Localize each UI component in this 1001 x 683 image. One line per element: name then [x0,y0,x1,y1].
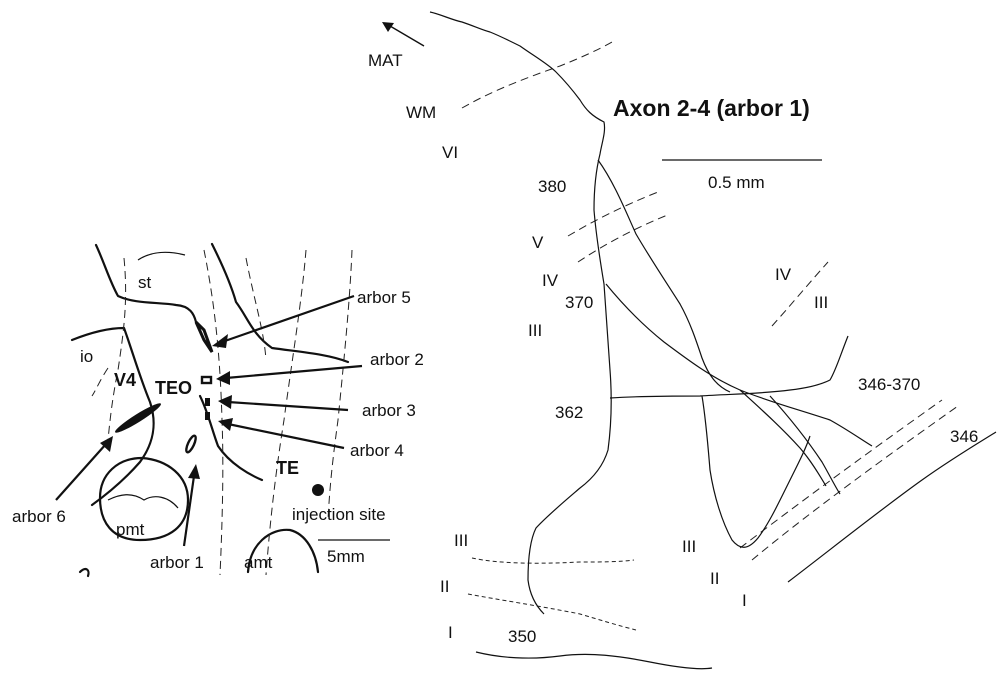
axon-branch-5 [769,395,841,495]
boundary-dashed-3 [245,257,267,361]
section-346-370: 346-370 [858,375,920,394]
label-arbor-3: arbor 3 [362,401,416,420]
arrow-arbor-1 [182,475,196,547]
layer-boundary-iv-iii-r [771,261,829,327]
figure-title: Axon 2-4 (arbor 1) [613,95,810,121]
sulcus-teo-outline [210,242,350,364]
brain-map-panel: 5mm st io V4 TEO TE pmt amt arbor 5 arbo… [12,242,424,578]
label-arbor-4: arbor 4 [350,441,404,460]
axon-branch-2 [609,335,849,399]
arbor-4-marker [205,412,210,420]
layer-i-bottom-right: I [742,591,747,610]
layer-ii-bottom-right: II [710,569,719,588]
boundary-dashed-4 [265,249,307,576]
layer-iii-bottom-left: III [454,531,468,550]
layer-boundary-wm [461,41,613,109]
sulcus-st-upper [137,251,186,261]
arrow-arbor-5 [221,294,355,344]
layer-boundary-vi-v [567,191,659,237]
axon-branch-4 [739,389,827,487]
scale-label-right: 0.5 mm [708,173,765,192]
arbor-6-marker [115,403,161,433]
section-350: 350 [508,627,536,646]
edge-mark [78,567,90,578]
arrow-arbor-3 [227,400,349,412]
label-arbor-6: arbor 6 [12,507,66,526]
label-arbor-5: arbor 5 [357,288,411,307]
orientation-arrow [389,25,425,47]
region-io: io [80,347,93,366]
layer-iii: III [528,321,542,340]
layer-ii-bottom-left: II [440,577,449,596]
injection-site-marker [312,484,324,496]
layer-iii-bottom-right: III [682,537,696,556]
region-amt: amt [244,553,273,572]
layer-boundary-r1 [739,399,943,549]
sulcus-pmt-inner [107,494,179,509]
sulcus-st-outline [94,243,198,324]
arrow-arbor-4 [227,422,345,450]
layer-wm: WM [406,103,436,122]
region-st: st [138,273,152,292]
layer-boundary-v-iv [577,213,671,263]
layer-i-bottom-left: I [448,623,453,642]
axon-reconstruction-panel: Axon 2-4 (arbor 1) 0.5 mm MAT WM [368,11,997,670]
label-injection-site: injection site [292,505,386,524]
section-380: 380 [538,177,566,196]
arbor-3-marker [205,398,210,406]
region-v4: V4 [114,370,136,390]
sulcus-pmt-outline [98,456,190,542]
sulcus-teo-inner [198,394,264,482]
arrows [55,294,363,547]
sulcus-io-outline [70,326,155,507]
layer-boundary-r2 [751,405,959,561]
boundary-dashed-1 [107,257,127,441]
section-370: 370 [565,293,593,312]
boundary-dashed-2 [203,249,224,576]
scale-label-left: 5mm [327,547,365,566]
arrow-arbor-2 [225,364,363,380]
section-362: 362 [555,403,583,422]
orientation-label: MAT [368,51,403,70]
boundary-dashed-6 [91,367,109,397]
section-346: 346 [950,427,978,446]
region-teo: TEO [155,378,192,398]
layer-vi: VI [442,143,458,162]
axon-branch-1 [597,159,731,393]
layer-v: V [532,233,544,252]
axon-trunk [429,11,612,615]
arbor-1-marker [185,434,197,454]
label-arbor-1: arbor 1 [150,553,204,572]
region-pmt: pmt [116,520,145,539]
layer-boundary-iii-ii [471,557,635,564]
region-te: TE [276,458,299,478]
layer-iii-right: III [814,293,828,312]
layer-iv: IV [542,271,559,290]
boundary-dashed-5 [327,249,353,521]
arbor-2-marker [200,375,213,385]
layer-iv-right: IV [775,265,792,284]
arbor-5-marker [194,320,214,353]
layer-boundary-ii-i [467,593,637,631]
pial-surface-right [787,431,997,583]
axon-branch-3 [701,395,811,548]
pial-surface-bottom [475,651,713,670]
axon-branch-1b [605,283,873,447]
sulcus-amt-outline [246,528,320,574]
label-arbor-2: arbor 2 [370,350,424,369]
arrow-arbor-6 [55,443,107,501]
